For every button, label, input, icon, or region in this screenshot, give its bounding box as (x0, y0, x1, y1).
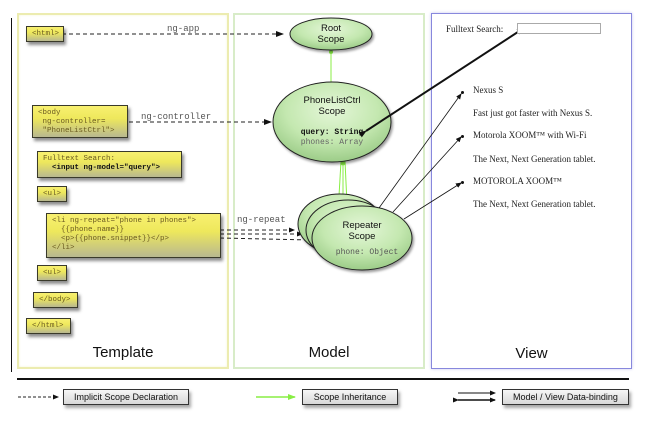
legend-scope-inheritance: Scope Inheritance (302, 389, 398, 405)
body-open-line-2: ng-controller= (38, 118, 106, 126)
two-way-binding-arrow (358, 27, 525, 138)
ctrl-scope-line-1: PhoneListCtrl (303, 95, 361, 106)
li-line-3: <p>{{phone.snippet}}</p> (52, 235, 170, 243)
template-panel-label: Template (92, 344, 154, 361)
ng-controller-label: ng-controller (141, 112, 212, 122)
legend-data-binding: Model / View Data-binding (502, 389, 629, 405)
left-margin-rule (11, 18, 12, 372)
view-search-label: Fulltext Search: (446, 24, 504, 34)
tag-search-input: Fulltext Search: <input ng-model="query"… (37, 151, 182, 178)
ng-app-label: ng-app (167, 24, 200, 34)
model-panel-label: Model (308, 344, 350, 361)
li-line-2: {{phone.name}} (52, 226, 125, 234)
tag-html-close: </html> (26, 318, 71, 334)
li-line-4: </li> (52, 244, 75, 252)
view-search-input[interactable] (517, 23, 601, 34)
inheritance-ctrl-to-repeater-1 (338, 160, 342, 197)
search-line-1: Fulltext Search: (43, 155, 116, 163)
tag-li-repeat: <li ng-repeat="phone in phones"> {{phone… (46, 213, 221, 258)
body-open-line-3: "PhoneListCtrl"> (38, 127, 115, 135)
ctrl-phones-field: phones: Array (300, 138, 364, 147)
repeater-phone-field: phone: Object (335, 248, 399, 257)
view-item-name-1: Nexus S (473, 85, 504, 95)
search-line-2: <input ng-model="query"> (43, 164, 161, 172)
binding-arrow-item-3 (403, 182, 462, 220)
inheritance-dot-root (329, 50, 333, 54)
ng-repeat-label: ng-repeat (237, 215, 286, 225)
bullet-icon (461, 181, 464, 184)
ctrl-scope-label: PhoneListCtrl Scope (292, 95, 372, 117)
view-item-snippet-3: The Next, Next Generation tablet. (473, 199, 596, 209)
ctrl-scope-line-2: Scope (318, 106, 346, 117)
repeater-scope-line-2: Scope (348, 231, 376, 242)
view-panel-label: View (515, 345, 548, 362)
li-line-1: <li ng-repeat="phone in phones"> (52, 217, 197, 225)
view-item-name-2: Motorola XOOM™ with Wi-Fi (473, 130, 587, 140)
binding-arrow-item-2 (392, 136, 462, 213)
tag-html-open: <html> (26, 26, 64, 42)
bullet-icon (461, 135, 464, 138)
tag-ul-close: <ul> (37, 265, 67, 281)
ng-repeat-connector-3 (219, 237, 312, 243)
repeater-scope-node-front (311, 205, 413, 271)
root-scope-line-1: Root (320, 23, 342, 34)
view-item-name-3: MOTOROLA XOOM™ (473, 176, 562, 186)
view-item-snippet-2: The Next, Next Generation tablet. (473, 154, 596, 164)
ctrl-query-field: query: String (300, 128, 364, 137)
ctrl-scope-node (272, 81, 392, 163)
legend-implicit-scope: Implicit Scope Declaration (63, 389, 189, 405)
tag-body-close: </body> (33, 292, 78, 308)
repeater-scope-line-1: Repeater (342, 220, 382, 231)
view-item-snippet-1: Fast just got faster with Nexus S. (473, 108, 593, 118)
root-scope-line-2: Scope (317, 34, 345, 45)
tag-body-open: <body ng-controller= "PhoneListCtrl"> (32, 105, 128, 138)
legend-divider (17, 378, 629, 380)
body-open-line-1: <body (38, 109, 61, 117)
bullet-icon (461, 91, 464, 94)
repeater-scope-label: Repeater Scope (327, 220, 397, 242)
tag-ul-open: <ul> (37, 186, 67, 202)
root-scope-label: Root Scope (301, 23, 361, 45)
